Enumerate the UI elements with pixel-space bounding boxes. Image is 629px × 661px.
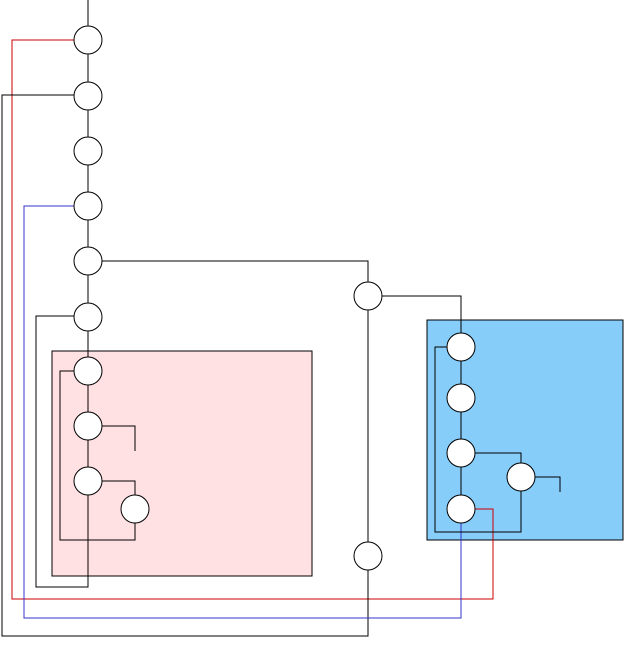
node-3 bbox=[73, 136, 103, 166]
node-12 bbox=[353, 541, 383, 571]
branch-to-blue-wire bbox=[382, 295, 462, 333]
node-9 bbox=[73, 466, 103, 496]
node-15 bbox=[446, 438, 476, 468]
node-10 bbox=[120, 494, 150, 524]
node-4 bbox=[73, 191, 103, 221]
pink-stub-wire bbox=[102, 425, 136, 451]
node-14 bbox=[446, 383, 476, 413]
blue-inner-loop-wire bbox=[434, 346, 522, 533]
node-8 bbox=[73, 411, 103, 441]
blue-branch-wire bbox=[475, 452, 522, 463]
pink-outer-loop-wire bbox=[35, 315, 89, 588]
node-16 bbox=[446, 494, 476, 524]
node-7 bbox=[73, 356, 103, 386]
branch-wire bbox=[102, 260, 369, 283]
node-1 bbox=[73, 25, 103, 55]
black-outer-loop-wire bbox=[1, 94, 369, 637]
pink-region bbox=[51, 350, 313, 577]
blue-stub-wire bbox=[535, 476, 561, 492]
node-2 bbox=[73, 81, 103, 111]
blue-loop-wire bbox=[23, 205, 462, 619]
node-6 bbox=[73, 302, 103, 332]
pink-inner-loop-wire bbox=[59, 370, 136, 541]
node-17 bbox=[506, 462, 536, 492]
pink-branch-wire bbox=[102, 480, 136, 495]
red-loop-wire bbox=[11, 39, 494, 600]
node-5 bbox=[73, 246, 103, 276]
node-11 bbox=[353, 281, 383, 311]
node-13 bbox=[446, 332, 476, 362]
